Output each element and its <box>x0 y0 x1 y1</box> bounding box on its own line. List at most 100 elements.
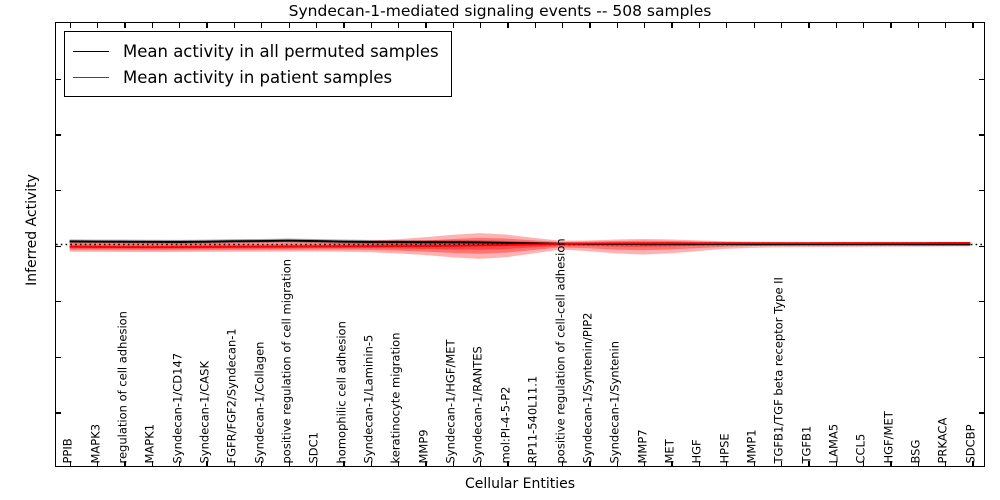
x-tick-mark <box>944 461 947 466</box>
x-tick-label: Syndecan-1/Collagen <box>252 341 267 463</box>
x-tick-mark <box>917 461 919 466</box>
x-tick-label: HPSE <box>717 432 732 463</box>
series-band <box>69 237 971 254</box>
x-tick-mark <box>644 23 646 28</box>
x-tick-mark <box>835 461 837 466</box>
x-tick-label: PRKACA <box>935 417 950 463</box>
x-tick-mark <box>698 23 701 28</box>
x-tick-label: mol:PI-4-5-P2 <box>498 386 513 463</box>
x-tick-mark <box>233 461 236 466</box>
x-tick-mark <box>862 23 865 28</box>
series-layer <box>56 233 984 259</box>
x-tick-label: Syndecan-1/CD147 <box>170 352 185 463</box>
x-tick-label: keratinocyte migration <box>388 332 403 463</box>
x-tick-mark <box>179 23 181 28</box>
x-tick-mark <box>507 23 509 28</box>
x-tick-label: MAPK1 <box>142 423 157 463</box>
x-tick-mark <box>370 23 372 28</box>
series-line <box>69 242 971 249</box>
y-tick-mark <box>979 78 984 80</box>
x-tick-mark <box>562 461 564 466</box>
x-tick-mark <box>589 461 591 466</box>
y-tick-mark <box>56 134 61 136</box>
x-tick-mark <box>397 23 400 28</box>
x-tick-mark <box>288 23 290 28</box>
x-tick-mark <box>753 461 755 466</box>
x-tick-mark <box>397 461 400 466</box>
x-tick-mark <box>343 461 345 466</box>
x-tick-mark <box>808 23 810 28</box>
x-tick-label: MAPK3 <box>88 423 103 463</box>
x-tick-mark <box>589 23 591 28</box>
x-tick-mark <box>206 461 208 466</box>
x-tick-mark <box>206 23 208 28</box>
x-tick-mark <box>726 23 728 28</box>
x-tick-mark <box>698 461 701 466</box>
x-tick-mark <box>890 23 892 28</box>
x-tick-mark <box>780 23 783 28</box>
x-tick-mark <box>917 23 919 28</box>
x-tick-mark <box>534 461 536 466</box>
x-tick-mark <box>69 23 71 28</box>
x-tick-mark <box>124 23 126 28</box>
x-tick-mark <box>315 461 318 466</box>
x-tick-mark <box>69 461 71 466</box>
x-tick-label: Syndecan-1/Laminin-5 <box>361 334 376 463</box>
x-tick-mark <box>425 23 427 28</box>
x-tick-mark <box>808 461 810 466</box>
x-tick-mark <box>315 23 318 28</box>
x-tick-label: BSG <box>908 439 923 463</box>
x-tick-label: LAMA5 <box>826 423 841 463</box>
x-tick-label: MET <box>662 438 677 463</box>
x-tick-label: FGFR/FGF2/Syndecan-1 <box>224 327 239 463</box>
y-tick-mark <box>56 245 61 247</box>
x-tick-mark <box>370 461 372 466</box>
x-tick-label: Syndecan-1/RANTES <box>470 345 485 463</box>
series-band <box>69 233 971 259</box>
x-tick-label: positive regulation of cell migration <box>279 258 294 463</box>
x-tick-label: HGF/MET <box>881 410 896 463</box>
x-tick-label: HGF <box>689 438 704 463</box>
y-tick-mark <box>979 356 984 359</box>
x-tick-mark <box>534 23 536 28</box>
x-tick-label: Syndecan-1/CASK <box>197 360 212 463</box>
y-tick-mark <box>979 245 984 247</box>
x-tick-mark <box>753 23 755 28</box>
x-tick-mark <box>780 461 783 466</box>
x-tick-mark <box>425 461 427 466</box>
x-tick-label: MMP9 <box>416 428 431 463</box>
x-tick-mark <box>644 461 646 466</box>
legend-item[interactable]: Mean activity in patient samples <box>73 64 439 90</box>
page-title: Syndecan-1-mediated signaling events -- … <box>288 2 712 20</box>
x-tick-mark <box>343 23 345 28</box>
x-tick-mark <box>479 461 482 466</box>
legend-item[interactable]: Mean activity in all permuted samples <box>73 38 439 64</box>
y-axis-label: Inferred Activity <box>24 174 40 286</box>
x-tick-label: homophilic cell adhesion <box>334 320 349 463</box>
series-line <box>69 239 971 246</box>
x-tick-label: RP11-540L11.1 <box>525 375 540 463</box>
x-tick-label: SDCBP <box>963 423 978 463</box>
x-tick-label: CCL5 <box>853 433 868 463</box>
x-tick-mark <box>562 23 564 28</box>
legend-line-swatch <box>73 76 109 78</box>
x-tick-mark <box>288 461 290 466</box>
x-tick-mark <box>261 23 263 28</box>
x-tick-label: MMP7 <box>635 428 650 463</box>
x-tick-label: Syndecan-1/Syntenin <box>607 340 622 463</box>
x-tick-label: Syndecan-1/HGF/MET <box>443 338 458 463</box>
y-tick-mark <box>979 412 984 414</box>
legend-label: Mean activity in all permuted samples <box>123 41 439 61</box>
y-tick-mark <box>979 134 984 136</box>
x-tick-mark <box>616 23 619 28</box>
x-tick-mark <box>97 461 99 466</box>
x-tick-mark <box>507 461 509 466</box>
x-tick-mark <box>616 461 619 466</box>
x-tick-label: positive regulation of cell-cell adhesio… <box>553 237 568 463</box>
x-tick-label: PPIB <box>60 437 75 463</box>
x-tick-mark <box>124 461 126 466</box>
x-tick-mark <box>944 23 947 28</box>
y-tick-mark <box>56 189 61 192</box>
